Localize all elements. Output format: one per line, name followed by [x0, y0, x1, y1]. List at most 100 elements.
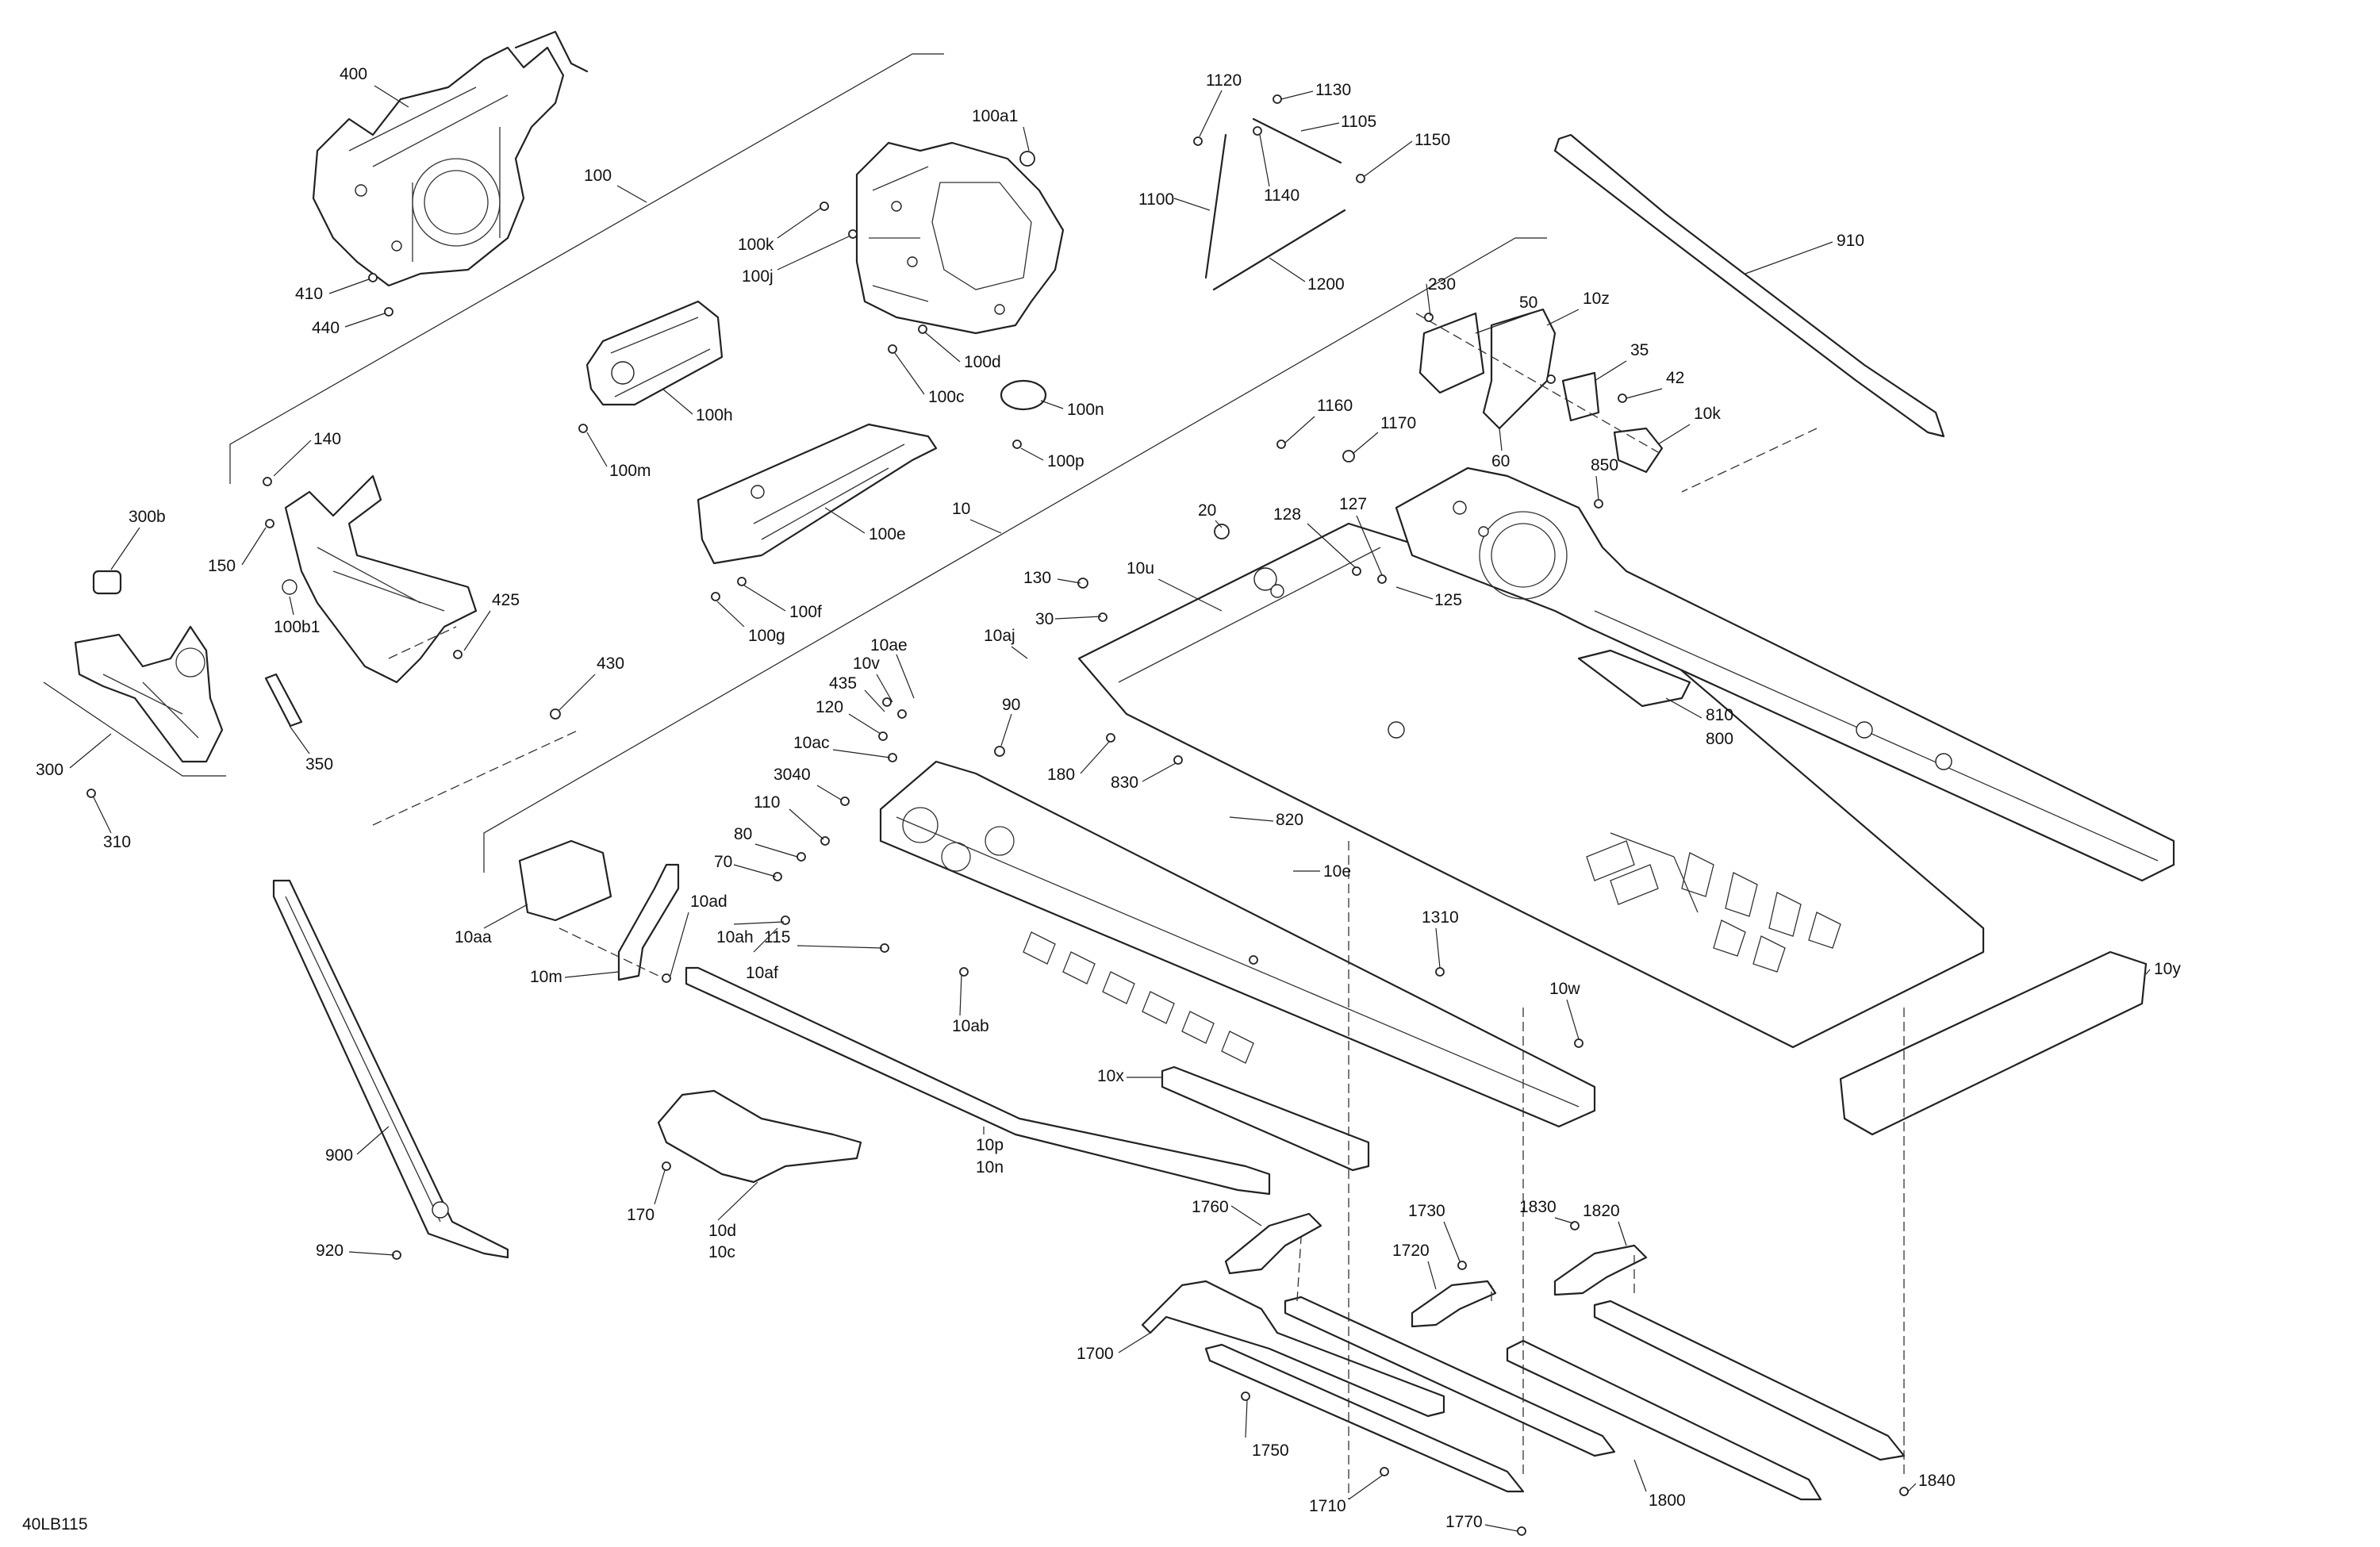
part-10m-plate	[617, 863, 680, 981]
callout-1700: 1700	[1077, 1345, 1114, 1363]
part-900-rail	[272, 879, 509, 1259]
callout-430: 430	[597, 654, 624, 673]
bracket-10	[483, 237, 1547, 873]
callout-10p: 10p	[976, 1136, 1004, 1154]
callout-230: 230	[1428, 275, 1456, 294]
part-left-side-rail	[879, 760, 1596, 1128]
callout-10ae: 10ae	[870, 636, 908, 654]
callout-900: 900	[325, 1146, 353, 1165]
callout-180: 180	[1047, 766, 1075, 784]
callout-1800: 1800	[1649, 1491, 1686, 1510]
callout-10e: 10e	[1323, 862, 1351, 881]
callouts: 400 100 410 440 140 150 300b 100b1 425 4…	[36, 65, 2181, 1532]
callout-1120: 1120	[1206, 71, 1242, 90]
callout-10k: 10k	[1694, 405, 1721, 423]
callout-350: 350	[305, 755, 333, 774]
callout-60: 60	[1491, 452, 1510, 470]
callout-100p: 100p	[1047, 452, 1084, 470]
callout-10v: 10v	[853, 654, 880, 673]
fasteners	[86, 94, 1909, 1536]
callout-115: 115	[764, 928, 790, 946]
part-10aa-plate	[518, 839, 612, 922]
callout-400: 400	[340, 65, 367, 83]
callout-1130: 1130	[1315, 81, 1351, 99]
callout-100b1: 100b1	[274, 618, 320, 636]
callout-100f: 100f	[789, 603, 822, 621]
part-1750-rail	[1204, 1343, 1525, 1493]
callout-820: 820	[1276, 811, 1303, 829]
bracket-100	[229, 53, 944, 484]
part-10y-crossmember	[1839, 950, 2148, 1136]
callout-10u: 10u	[1127, 559, 1154, 578]
callout-1200: 1200	[1307, 275, 1345, 294]
callout-10ah: 10ah	[716, 928, 754, 946]
callout-810: 810	[1706, 706, 1733, 724]
group-brackets	[43, 53, 1547, 873]
callout-120: 120	[816, 698, 843, 716]
part-1105-rod	[1252, 117, 1342, 164]
callout-100n: 100n	[1067, 401, 1104, 419]
part-100n-cap	[1000, 379, 1047, 411]
callout-10z: 10z	[1583, 290, 1610, 308]
callout-110: 110	[754, 793, 780, 812]
callout-1830: 1830	[1519, 1198, 1557, 1216]
callout-1840: 1840	[1918, 1472, 1956, 1490]
callout-1170: 1170	[1380, 414, 1416, 432]
callout-1750: 1750	[1252, 1441, 1289, 1460]
callout-1310: 1310	[1422, 908, 1459, 927]
callout-42: 42	[1666, 369, 1684, 387]
callout-1770: 1770	[1445, 1513, 1483, 1531]
callout-1710: 1710	[1309, 1497, 1346, 1515]
callout-10aj: 10aj	[984, 627, 1015, 645]
assembly-dash-lines	[372, 313, 1905, 1499]
callout-1105: 1105	[1341, 113, 1376, 131]
part-10d-bracket	[657, 1089, 862, 1184]
callout-10y: 10y	[2154, 960, 2181, 978]
callout-100d: 100d	[964, 353, 1001, 371]
part-910-rail	[1553, 133, 1945, 438]
callout-10n: 10n	[976, 1158, 1004, 1177]
callout-10x: 10x	[1097, 1067, 1124, 1085]
part-100-upper-frame	[855, 141, 1065, 335]
part-10z-bracket	[1561, 371, 1600, 422]
callout-10c: 10c	[708, 1243, 735, 1261]
part-1840-rail	[1593, 1299, 1906, 1461]
callout-1100: 1100	[1138, 190, 1174, 209]
callout-100m: 100m	[609, 462, 651, 480]
left-rail-slots	[1023, 931, 1254, 1064]
part-1720-rail	[1284, 1296, 1616, 1457]
callout-90: 90	[1002, 696, 1020, 714]
callout-170: 170	[627, 1206, 654, 1224]
part-50-bracket	[1418, 312, 1485, 394]
callout-10d: 10d	[708, 1222, 736, 1240]
part-1760-bracket	[1224, 1212, 1322, 1275]
callout-3040: 3040	[774, 766, 811, 784]
callout-127: 127	[1339, 495, 1367, 513]
callout-10ab: 10ab	[952, 1017, 989, 1035]
part-10p-running-board	[685, 966, 1271, 1196]
callout-800: 800	[1706, 730, 1733, 748]
callout-50: 50	[1519, 294, 1537, 312]
callout-10: 10	[952, 500, 970, 518]
callout-100c: 100c	[928, 388, 965, 406]
callout-100j: 100j	[742, 267, 774, 286]
callout-440: 440	[312, 319, 340, 337]
callout-300: 300	[36, 761, 63, 779]
callout-35: 35	[1630, 341, 1649, 359]
callout-1760: 1760	[1192, 1198, 1229, 1216]
callout-410: 410	[295, 285, 323, 303]
callout-100e: 100e	[869, 525, 906, 543]
callout-100g: 100g	[748, 627, 785, 645]
part-10x-rail	[1161, 1065, 1370, 1172]
callout-10af: 10af	[746, 964, 778, 982]
callout-80: 80	[734, 825, 752, 843]
callout-140: 140	[313, 430, 341, 448]
part-350-tube	[264, 673, 303, 727]
part-1100-rod	[1204, 133, 1227, 279]
bracket-300	[43, 681, 226, 777]
callout-125: 125	[1434, 591, 1462, 609]
part-810-plate	[1577, 649, 1691, 708]
part-300-front-bracket	[74, 625, 224, 763]
callout-128: 128	[1273, 505, 1301, 524]
